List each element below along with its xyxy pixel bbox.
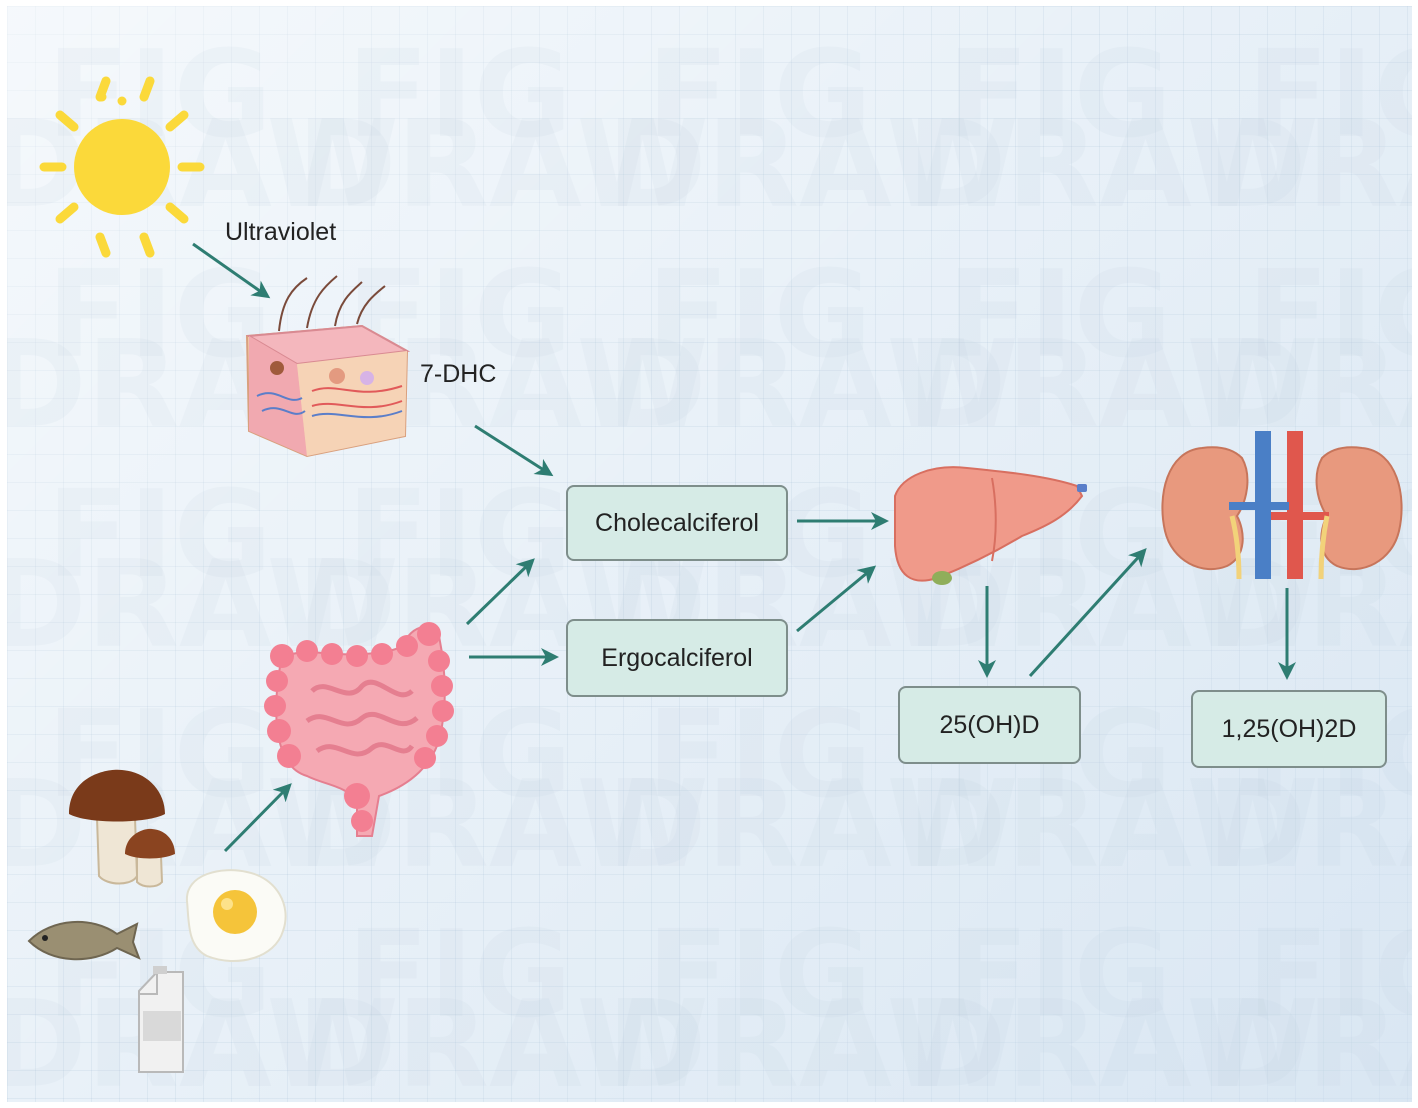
svg-text:FIG: FIG (1247, 906, 1412, 1045)
svg-text:FIG: FIG (647, 906, 872, 1045)
svg-text:FIG: FIG (947, 906, 1172, 1045)
cholecalciferol-label: Cholecalciferol (595, 508, 759, 537)
7-dhc-label: 7-DHC (420, 360, 497, 388)
milk-icon (138, 966, 184, 1073)
arrow-intestine-to-cholecalciferol (465, 558, 535, 626)
svg-text:FIG: FIG (347, 466, 572, 605)
125ohd-label: 1,25(OH)2D (1221, 714, 1357, 743)
arrow-diet-to-intestine (223, 783, 292, 853)
svg-text:DRAW: DRAW (607, 316, 1019, 455)
fish-icon (27, 920, 141, 961)
intestine-icon (264, 622, 454, 837)
svg-text:DRAW: DRAW (1207, 756, 1412, 895)
egg-icon (185, 869, 287, 962)
ergocalciferol-label: Ergocalciferol (601, 643, 753, 672)
125ohd-box: 1,25(OH)2D (1191, 690, 1387, 768)
arrow-uv-to-skin (192, 242, 271, 299)
svg-text:FIG: FIG (647, 26, 872, 165)
liver-icon (894, 466, 1087, 585)
kidney-icon (1161, 431, 1403, 580)
svg-text:DRAW: DRAW (297, 96, 709, 235)
svg-text:FIG: FIG (647, 246, 872, 385)
svg-text:DRAW: DRAW (1207, 316, 1412, 455)
watermark: FIGFIGFIGFIGFIG DRAWDRAWDRAWDRAWDRAW FIG… (7, 26, 1412, 1102)
svg-text:DRAW: DRAW (7, 976, 399, 1102)
sun-icon (39, 76, 205, 258)
mushroom-icon (69, 769, 175, 888)
skin-icon (245, 275, 411, 458)
svg-text:DRAW: DRAW (1207, 96, 1412, 235)
svg-text:FIG: FIG (47, 246, 272, 385)
svg-text:DRAW: DRAW (607, 96, 1019, 235)
svg-text:DRAW: DRAW (907, 96, 1319, 235)
ultraviolet-label: Ultraviolet (225, 218, 337, 246)
svg-text:DRAW: DRAW (607, 756, 1019, 895)
pathway-arrows (192, 242, 1296, 853)
svg-text:DRAW: DRAW (907, 756, 1319, 895)
svg-text:DRAW: DRAW (907, 976, 1319, 1102)
svg-text:DRAW: DRAW (1207, 976, 1412, 1102)
svg-text:FIG: FIG (647, 686, 872, 825)
svg-text:DRAW: DRAW (907, 316, 1319, 455)
svg-text:DRAW: DRAW (297, 976, 709, 1102)
svg-text:DRAW: DRAW (607, 976, 1019, 1102)
svg-text:FIG: FIG (947, 26, 1172, 165)
illustration-layer (27, 76, 1403, 1073)
svg-text:FIG: FIG (1247, 246, 1412, 385)
ergocalciferol-box: Ergocalciferol (566, 619, 788, 697)
svg-text:FIG: FIG (1247, 26, 1412, 165)
svg-text:FIG: FIG (947, 246, 1172, 385)
25ohd-box: 25(OH)D (898, 686, 1081, 764)
arrow-25ohd-to-kidney (1028, 548, 1147, 678)
svg-text:FIG: FIG (347, 906, 572, 1045)
diagram-canvas: FIGFIGFIGFIGFIG DRAWDRAWDRAWDRAWDRAW FIG… (7, 6, 1412, 1102)
arrow-ergocalciferol-to-liver (796, 565, 877, 633)
cholecalciferol-box: Cholecalciferol (566, 485, 788, 561)
svg-text:FIG: FIG (47, 466, 272, 605)
arrow-skin-to-cholecalciferol (474, 424, 554, 477)
25ohd-label: 25(OH)D (939, 710, 1040, 739)
svg-text:FIG: FIG (347, 26, 572, 165)
